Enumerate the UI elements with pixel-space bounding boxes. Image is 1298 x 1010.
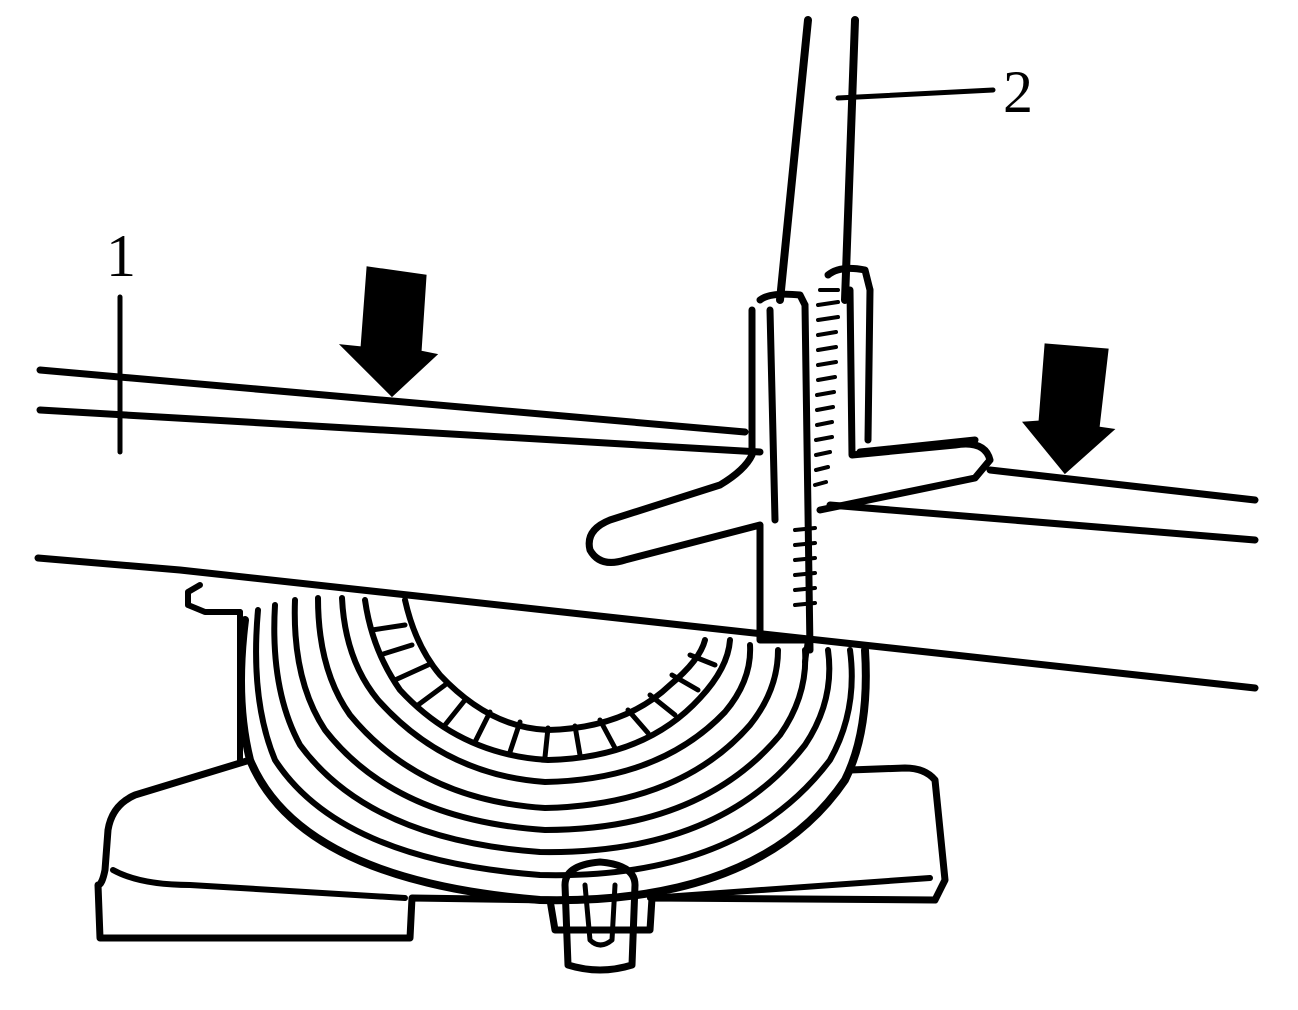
load-arrow-right — [1021, 343, 1116, 475]
load-arrow-left — [338, 266, 439, 398]
callout-label-1: 1 — [106, 223, 136, 289]
callout-label-2: 2 — [1003, 59, 1033, 125]
beam-1 — [34, 294, 1259, 692]
locating-post — [561, 858, 639, 974]
gauge-rod-2 — [585, 16, 996, 665]
bearing-assembly — [237, 595, 870, 905]
